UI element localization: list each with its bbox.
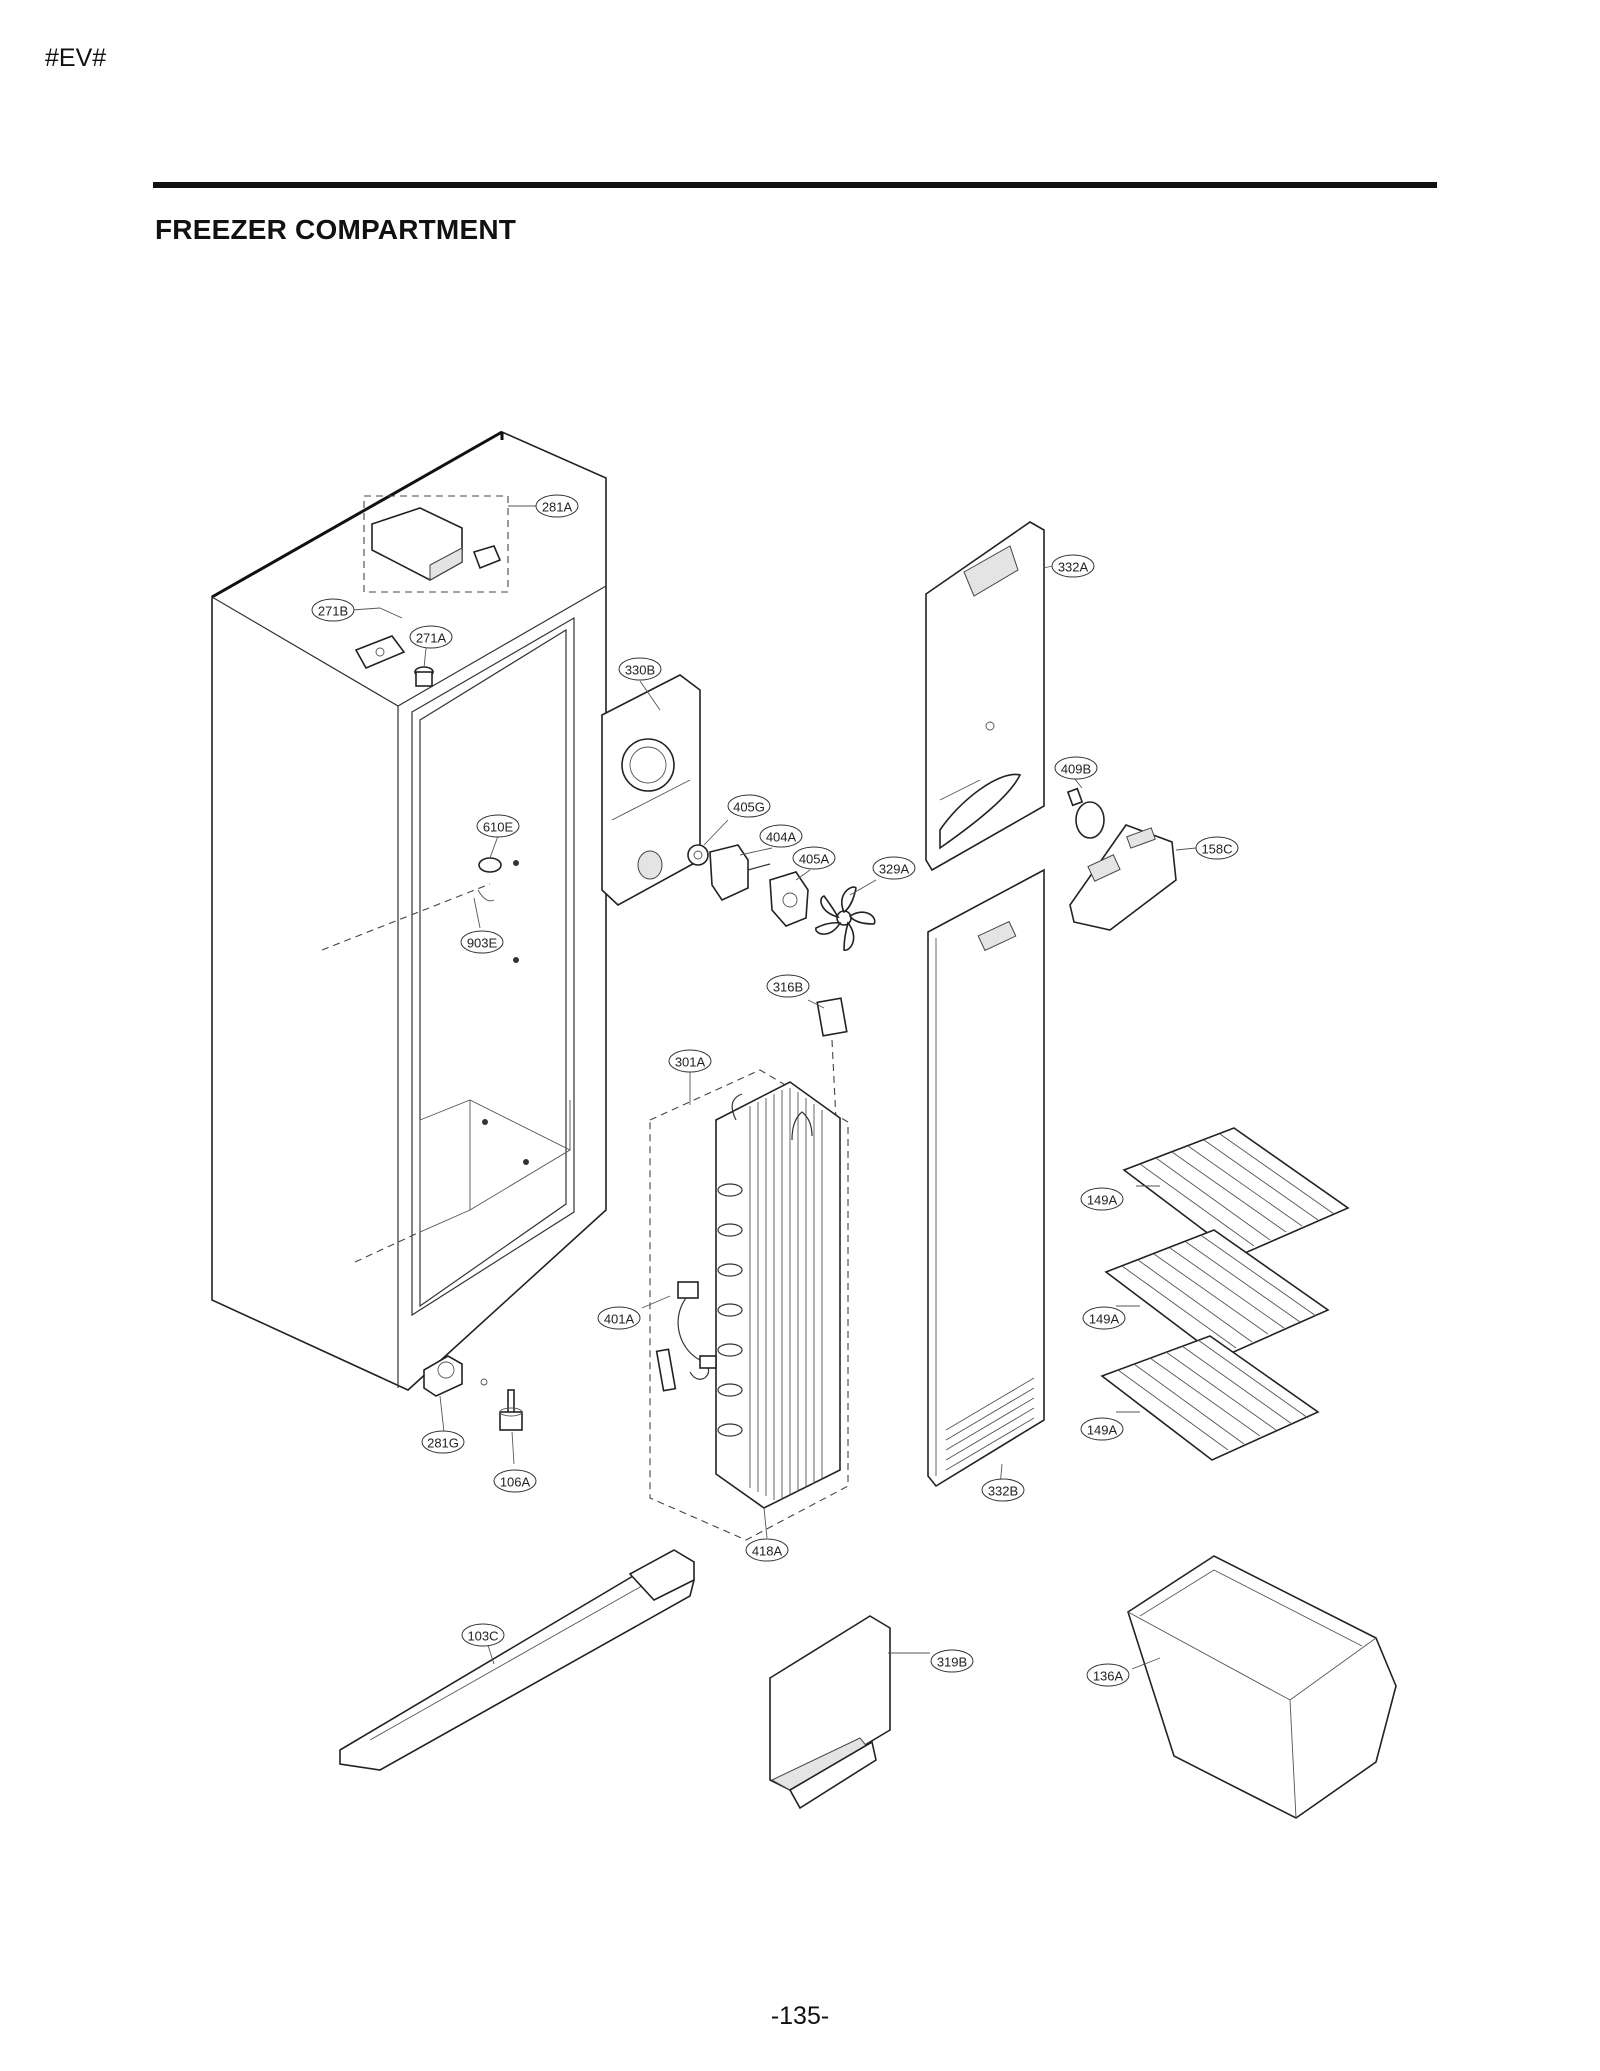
svg-text:149A: 149A — [1087, 1423, 1118, 1438]
svg-text:301A: 301A — [675, 1055, 706, 1070]
part-149a-wire-shelf-3 — [1100, 1335, 1320, 1461]
part-158c-lamp-cover — [1069, 824, 1177, 931]
callout-332a: 332A — [1051, 554, 1095, 578]
page-number: -135- — [770, 2002, 830, 2030]
svg-text:149A: 149A — [1089, 1312, 1120, 1327]
callout-405g: 405G — [727, 794, 771, 818]
part-149a-wire-shelf-1 — [1122, 1127, 1350, 1257]
part-409b-lamp-bulb — [1066, 787, 1105, 839]
leader-lines — [351, 505, 1197, 1670]
part-281a-sensor-assembly — [363, 495, 509, 593]
callout-158c: 158C — [1195, 836, 1239, 860]
callout-332b: 332B — [981, 1478, 1025, 1502]
svg-text:271A: 271A — [416, 631, 447, 646]
part-271-hinge — [354, 607, 434, 687]
callout-330b: 330B — [618, 657, 662, 681]
svg-text:405A: 405A — [799, 852, 830, 867]
part-281g-lower-hinge — [423, 1355, 488, 1397]
callout-405a: 405A — [792, 846, 836, 870]
callout-329a: 329A — [872, 856, 916, 880]
svg-text:316B: 316B — [773, 980, 803, 995]
callout-401a: 401A — [597, 1306, 641, 1330]
part-401a-defrost-sensor — [655, 1281, 717, 1392]
svg-text:319B: 319B — [937, 1655, 967, 1670]
part-332b-evaporator-cover — [927, 868, 1045, 1488]
svg-text:409B: 409B — [1061, 762, 1091, 777]
callout-316b: 316B — [766, 974, 810, 998]
svg-text:405G: 405G — [733, 800, 765, 815]
callout-149a-3: 149A — [1080, 1417, 1124, 1441]
svg-text:404A: 404A — [766, 830, 797, 845]
callout-149a-1: 149A — [1080, 1187, 1124, 1211]
svg-text:903E: 903E — [467, 936, 498, 951]
svg-text:281G: 281G — [427, 1436, 459, 1451]
callout-418a: 418A — [745, 1538, 789, 1562]
callout-106a: 106A — [493, 1469, 537, 1493]
svg-text:281A: 281A — [542, 500, 573, 515]
part-103c-slide-rail — [339, 1549, 695, 1771]
callout-281a: 281A — [535, 494, 579, 518]
callout-409b: 409B — [1054, 756, 1098, 780]
svg-text:271B: 271B — [318, 604, 348, 619]
header-rule — [153, 182, 1437, 188]
svg-text:106A: 106A — [500, 1475, 531, 1490]
freezer-cabinet — [211, 430, 607, 1391]
svg-text:329A: 329A — [879, 862, 910, 877]
callout-610e: 610E — [476, 814, 520, 838]
svg-text:332B: 332B — [988, 1484, 1018, 1499]
callout-271b: 271B — [311, 598, 355, 622]
callout-404a: 404A — [759, 824, 803, 848]
part-136a-storage-bin — [1127, 1555, 1397, 1819]
page-title: FREEZER COMPARTMENT — [155, 214, 517, 245]
callout-319b: 319B — [930, 1649, 974, 1673]
callout-903e: 903E — [460, 930, 504, 954]
svg-text:136A: 136A — [1093, 1669, 1124, 1684]
part-316b-pad — [816, 997, 848, 1037]
svg-text:103C: 103C — [467, 1629, 498, 1644]
part-301a-evaporator — [649, 1039, 849, 1541]
callout-301a: 301A — [668, 1049, 712, 1073]
svg-text:149A: 149A — [1087, 1193, 1118, 1208]
svg-text:332A: 332A — [1058, 560, 1089, 575]
svg-text:401A: 401A — [604, 1312, 635, 1327]
part-106a-leveling-leg — [499, 1389, 523, 1431]
callout-271a: 271A — [409, 625, 453, 649]
part-fan-motor-group — [687, 844, 876, 951]
part-330b-fan-shroud — [601, 674, 701, 906]
callout-149a-2: 149A — [1082, 1306, 1126, 1330]
svg-text:330B: 330B — [625, 663, 655, 678]
svg-text:418A: 418A — [752, 1544, 783, 1559]
svg-text:158C: 158C — [1201, 842, 1232, 857]
part-332a-upper-cover — [925, 521, 1045, 872]
svg-text:610E: 610E — [483, 820, 514, 835]
callout-281g: 281G — [421, 1430, 465, 1454]
callout-136a: 136A — [1086, 1663, 1130, 1687]
part-319b-duct-cover — [769, 1615, 891, 1810]
part-149a-wire-shelf-2 — [1104, 1229, 1330, 1359]
document-code: #EV# — [45, 44, 107, 72]
callout-103c: 103C — [461, 1623, 505, 1647]
